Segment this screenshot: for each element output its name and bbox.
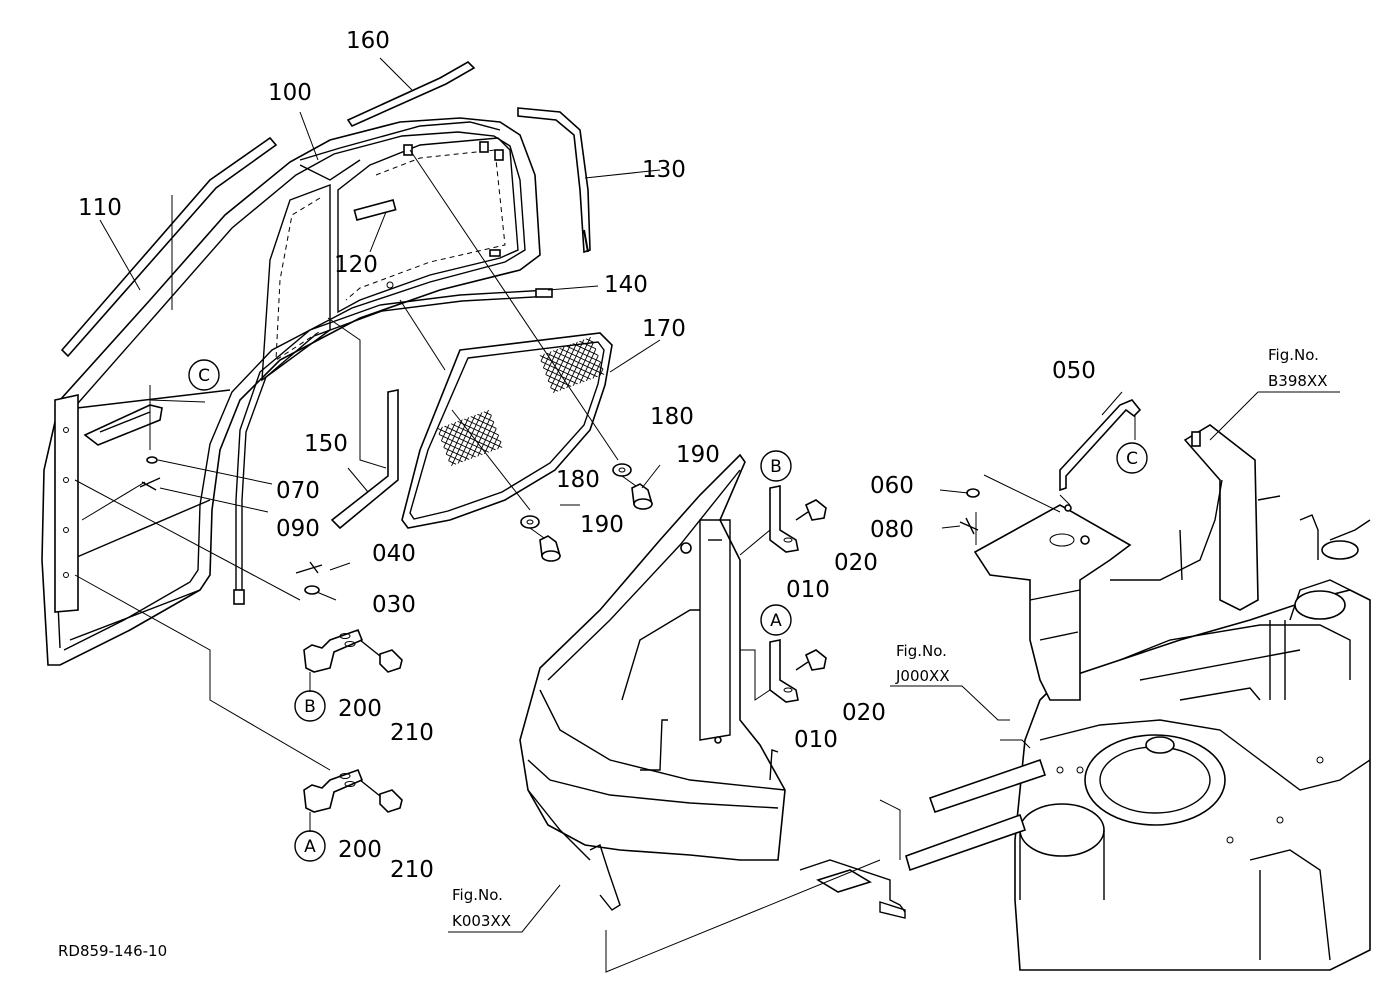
pin-bracket-010-upper (769, 485, 799, 553)
svg-text:K003XX: K003XX (452, 912, 511, 930)
svg-text:A: A (304, 837, 316, 857)
part-label-110: 110 (78, 195, 122, 221)
mesh-line (585, 336, 606, 382)
ref-circle-a-bottom: A (294, 830, 326, 862)
support-bracket (973, 424, 1281, 701)
svg-text:Fig.No.: Fig.No. (1268, 346, 1319, 364)
mesh-line (538, 348, 559, 394)
mesh-line (553, 341, 578, 394)
mesh-line (559, 339, 585, 391)
label-leaders (99, 57, 1340, 933)
front-cover-assembly (519, 453, 786, 911)
frame-leader-lines (74, 149, 619, 771)
mesh-line (451, 414, 476, 467)
front-glass (401, 332, 613, 529)
knob-190-lower (539, 535, 561, 562)
bolt-210-lower (359, 779, 403, 813)
rod-050 (1059, 399, 1142, 492)
mesh-line (457, 412, 483, 464)
svg-text:A: A (770, 611, 782, 631)
seal-strip-110 (60, 136, 278, 358)
ref-circle-c-top: C (188, 359, 220, 391)
part-label-050: 050 (1052, 358, 1096, 384)
part-label-140: 140 (604, 272, 648, 298)
part-label-090: 090 (276, 516, 320, 542)
fig-ref-b398: Fig.No. B398XX (1268, 346, 1327, 390)
part-label-180a: 180 (650, 404, 694, 430)
part-label-200b: 200 (338, 837, 382, 863)
washer-060 (966, 488, 980, 498)
part-label-010a: 010 (786, 577, 830, 603)
bracket-200-upper (303, 628, 364, 673)
mesh-line (546, 343, 572, 394)
part-label-100: 100 (268, 80, 312, 106)
bracket-200-lower (303, 768, 364, 813)
part-label-060: 060 (870, 473, 914, 499)
washer-180-upper (612, 463, 632, 477)
part-label-170: 170 (642, 316, 686, 342)
mesh-line (470, 409, 496, 460)
seal-strip-140 (235, 289, 553, 602)
knob-190-upper (631, 483, 653, 510)
seal-strip-150 (330, 389, 399, 530)
part-label-010b: 010 (794, 727, 838, 753)
fig-ref-k003: Fig.No. K003XX (452, 886, 511, 930)
svg-text:B398XX: B398XX (1268, 372, 1327, 390)
part-label-020b: 020 (842, 700, 886, 726)
seal-strip-130 (517, 107, 591, 254)
part-label-120: 120 (334, 252, 378, 278)
part-label-160: 160 (346, 28, 390, 54)
part-label-030: 030 (372, 592, 416, 618)
washer-180-lower (520, 515, 540, 529)
lower-rails (605, 739, 1047, 973)
ref-circle-a-top: A (760, 604, 792, 636)
hardware-left (139, 456, 323, 595)
svg-text:Fig.No.: Fig.No. (896, 642, 947, 660)
svg-text:C: C (1126, 449, 1138, 469)
part-label-180b: 180 (556, 467, 600, 493)
machine-frame (1014, 514, 1371, 971)
svg-text:C: C (198, 366, 210, 386)
mesh-line (436, 421, 457, 467)
pin-bracket-010-lower (769, 639, 799, 703)
mesh-line (483, 409, 504, 455)
part-label-150: 150 (304, 431, 348, 457)
part-label-080: 080 (870, 517, 914, 543)
ref-circle-b-top: B (760, 450, 792, 482)
mesh-line (566, 336, 591, 389)
bolt-210-upper (359, 639, 403, 673)
fig-ref-j000: Fig.No. J000XX (895, 642, 950, 685)
part-label-210a: 210 (390, 720, 434, 746)
svg-text:J000XX: J000XX (895, 667, 950, 685)
part-label-200a: 200 (338, 696, 382, 722)
part-label-190a: 190 (676, 442, 720, 468)
part-label-210b: 210 (390, 857, 434, 883)
ref-circle-c-right: C (1116, 442, 1148, 474)
part-label-020a: 020 (834, 550, 878, 576)
part-label-040: 040 (372, 541, 416, 567)
svg-text:B: B (304, 697, 316, 717)
bolt-020-upper (795, 499, 827, 521)
svg-text:B: B (770, 457, 782, 477)
pin-080 (959, 517, 979, 535)
seal-strip-160 (346, 61, 476, 128)
svg-text:Fig.No.: Fig.No. (452, 886, 503, 904)
mesh-line (464, 409, 489, 462)
part-label-070: 070 (276, 478, 320, 504)
part-label-190b: 190 (580, 512, 624, 538)
drawing-code: RD859-146-10 (58, 942, 167, 960)
part-label-130: 130 (642, 157, 686, 183)
ref-circle-b-bottom: B (294, 690, 326, 722)
bolt-020-lower (795, 649, 827, 671)
mesh-line (572, 336, 598, 387)
